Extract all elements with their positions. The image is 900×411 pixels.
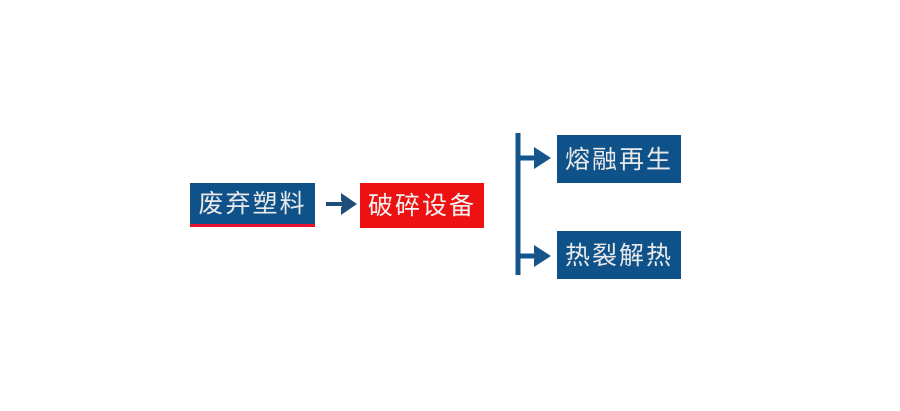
node-pyrolysis-label: 热裂解热 [564, 240, 673, 270]
arrow-right-icon-branch-bottom [518, 245, 551, 267]
node-crushing-equipment-label: 破碎设备 [367, 191, 476, 220]
arrow-right-icon-main [326, 193, 357, 215]
node-crushing-equipment[interactable]: 破碎设备 [360, 183, 484, 228]
node-pyrolysis[interactable]: 热裂解热 [557, 231, 681, 279]
arrow-right-icon-branch-top [518, 147, 551, 169]
node-waste-plastic[interactable]: 废弃塑料 [190, 183, 315, 227]
node-melt-regeneration[interactable]: 熔融再生 [557, 135, 681, 183]
node-waste-plastic-label: 废弃塑料 [198, 189, 307, 218]
node-melt-regeneration-label: 熔融再生 [564, 144, 673, 174]
